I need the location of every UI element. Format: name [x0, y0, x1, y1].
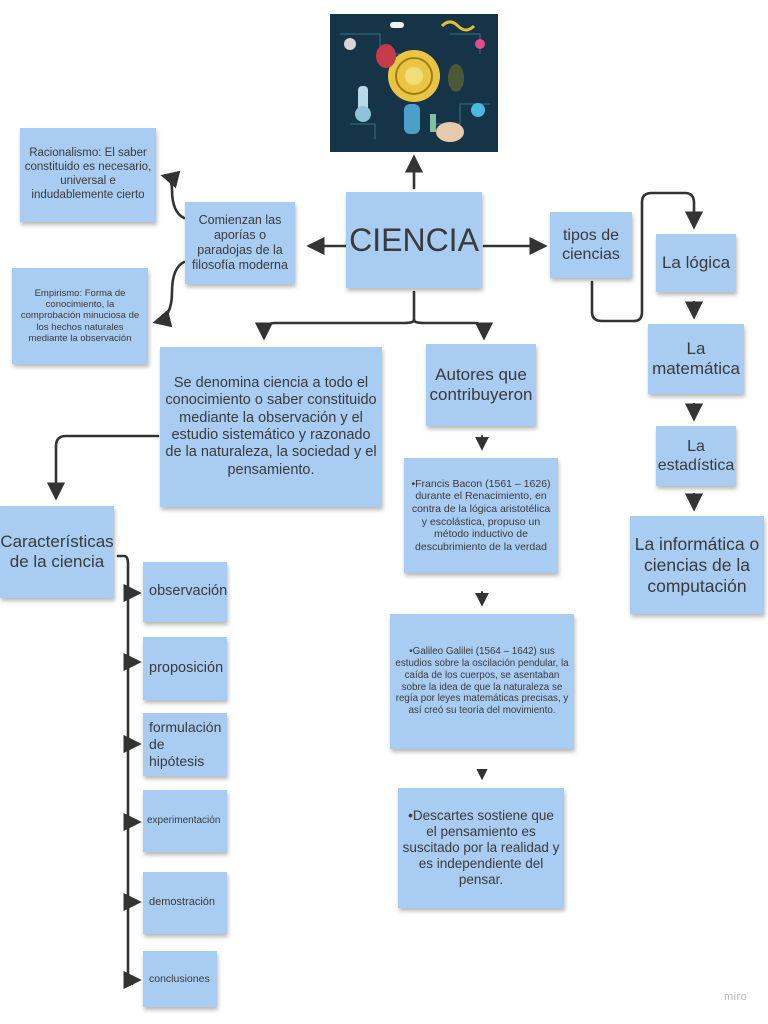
tipo-label: La matemática	[652, 338, 740, 378]
tipo-logica: La lógica	[656, 234, 736, 292]
autor-galileo: •Galileo Galilei (1564 – 1642) sus estud…	[390, 614, 574, 749]
caracteristica-label: proposición	[149, 659, 224, 676]
tipo-label: La lógica	[661, 252, 731, 272]
tipos-title: tipos de ciencias	[562, 226, 620, 263]
empirismo-node: Empirismo: Forma de conocimiento, la com…	[12, 268, 148, 364]
caracteristicas-title: Características de la ciencia	[0, 531, 114, 571]
definition-node: Se denomina ciencia a todo el conocimien…	[160, 347, 382, 507]
caracteristica-demostracion: demostración	[143, 872, 227, 934]
autor-bacon: •Francis Bacon (1561 – 1626) durante el …	[404, 458, 558, 573]
caracteristicas-title-node: Características de la ciencia	[0, 506, 114, 598]
caracteristica-label: demostración	[149, 896, 216, 909]
caracteristica-proposicion: proposición	[143, 637, 227, 700]
miro-watermark: miro	[724, 991, 748, 1003]
science-collage-image	[330, 14, 498, 152]
intro-node: Comienzan las aporías o paradojas de la …	[185, 202, 295, 284]
tipo-matematica: La matemática	[648, 324, 744, 394]
caracteristica-observacion: observación	[143, 562, 227, 622]
autor-descartes: •Descartes sostiene que el pensamiento e…	[398, 788, 564, 908]
center-node-ciencia: CIENCIA	[346, 192, 482, 288]
autor-bacon-text: •Francis Bacon (1561 – 1626) durante el …	[411, 477, 551, 553]
autores-title-node: Autores que contribuyeron	[426, 344, 536, 426]
science-icons-illustration	[330, 14, 498, 152]
racionalismo-text: Racionalismo: El saber constituido es ne…	[24, 147, 152, 201]
caracteristica-hipotesis: formulación de hipótesis	[143, 713, 227, 776]
caracteristica-experimentacion: experimentación	[143, 790, 227, 852]
autor-galileo-text: •Galileo Galilei (1564 – 1642) sus estud…	[395, 646, 569, 716]
intro-text: Comienzan las aporías o paradojas de la …	[192, 213, 288, 272]
autor-descartes-text: •Descartes sostiene que el pensamiento e…	[402, 807, 560, 888]
caracteristica-conclusiones: conclusiones	[143, 951, 217, 1007]
caracteristica-label: formulación de hipótesis	[149, 719, 222, 769]
tipo-estadistica: La estadística	[656, 426, 736, 486]
caracteristica-label: conclusiones	[149, 972, 210, 985]
racionalismo-node: Racionalismo: El saber constituido es ne…	[20, 128, 156, 222]
caracteristica-label: experimentación	[147, 815, 221, 826]
empirismo-text: Empirismo: Forma de conocimiento, la com…	[20, 287, 140, 345]
center-label: CIENCIA	[349, 221, 479, 258]
definition-text: Se denomina ciencia a todo el conocimien…	[165, 374, 377, 478]
tipo-label: La estadística	[657, 437, 735, 474]
tipo-informatica: La informática o ciencias de la computac…	[630, 516, 764, 614]
tipos-title-node: tipos de ciencias	[550, 212, 632, 278]
tipo-label: La informática o ciencias de la computac…	[634, 533, 760, 596]
autores-title: Autores que contribuyeron	[429, 364, 533, 404]
caracteristica-label: observación	[149, 583, 228, 600]
